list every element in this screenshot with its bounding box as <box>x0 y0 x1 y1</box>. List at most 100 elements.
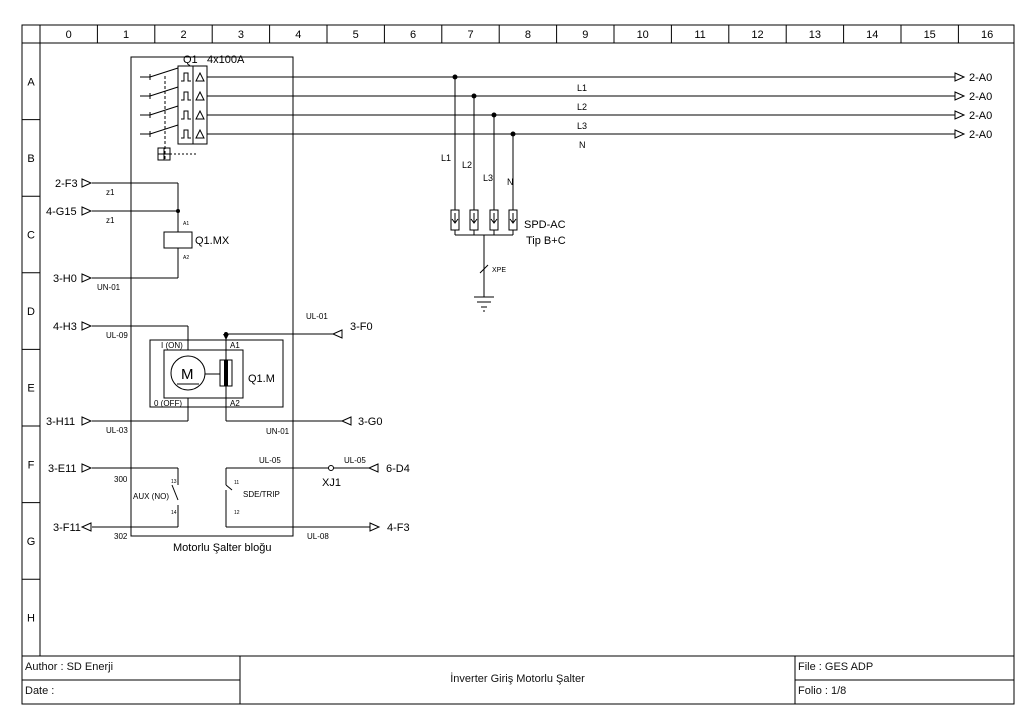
column-label: 2 <box>180 29 186 41</box>
input-h11[interactable]: 3-H11 <box>46 416 75 428</box>
row-label: D <box>27 306 35 318</box>
file-field: File : GES ADP <box>798 661 874 673</box>
busbars <box>207 74 955 210</box>
sheet-border <box>21 24 1015 705</box>
folio-field: Folio : 1/8 <box>798 685 847 697</box>
bus-n-ref[interactable]: 2-A0 <box>969 129 992 141</box>
spd-symbol <box>450 209 518 312</box>
magnetic-trip-symbol <box>195 90 205 101</box>
motor-symbol: M <box>181 366 194 383</box>
magnetic-trip-symbol <box>195 109 205 120</box>
breaker-q1-symbol <box>140 65 208 161</box>
drop-label-l2: L2 <box>462 160 472 170</box>
drop-label-l3: L3 <box>483 173 493 183</box>
bus-l3-arrow <box>954 110 966 120</box>
motor-switch-block-frame <box>130 56 294 537</box>
output-arrows <box>331 329 381 532</box>
spd-name: SPD-AC <box>524 219 566 231</box>
input-e11[interactable]: 3-E11 <box>48 463 77 475</box>
breaker-contact <box>140 67 179 80</box>
output-g0[interactable]: 3-G0 <box>358 416 382 428</box>
wire-label-ul09: UL-09 <box>106 331 128 340</box>
input-f3[interactable]: 2-F3 <box>55 178 78 190</box>
column-label: 15 <box>924 29 936 41</box>
control-wiring <box>92 182 370 528</box>
xj1-label: XJ1 <box>322 477 341 489</box>
coil-name: Q1.MX <box>195 235 230 247</box>
row-label: G <box>27 536 36 548</box>
motor-on-label: I (ON) <box>161 341 183 350</box>
wire-labels: z1 z1 UN-01 UL-09 UL-03 UL-01 UN-01 UL-0… <box>97 188 366 541</box>
breaker-contact <box>140 105 179 118</box>
spd-type: Tip B+C <box>526 235 566 247</box>
date-field: Date : <box>25 685 55 697</box>
sde-name: SDE/TRIP <box>243 490 280 499</box>
bus-l1-ref[interactable]: 2-A0 <box>969 72 992 84</box>
breaker-rating: 4x100A <box>207 54 245 66</box>
column-label: 12 <box>751 29 763 41</box>
motor-off-label: 0 (OFF) <box>154 399 182 408</box>
motor-name: Q1.M <box>248 373 275 385</box>
output-f0[interactable]: 3-F0 <box>350 321 373 333</box>
bus-l2-ref[interactable]: 2-A0 <box>969 91 992 103</box>
block-caption: Motorlu Şalter bloğu <box>173 542 271 554</box>
motor-a2: A2 <box>230 399 240 408</box>
column-label: 13 <box>809 29 821 41</box>
magnetic-trip-symbol <box>195 128 205 139</box>
wire-label-ul03: UL-03 <box>106 426 128 435</box>
wire-label-302: 302 <box>114 532 128 541</box>
input-h0[interactable]: 3-H0 <box>53 273 77 285</box>
motor-a1-arrow <box>223 334 229 340</box>
thermal-trip-symbol <box>181 91 191 101</box>
wire-label-ul05: UL-05 <box>259 456 281 465</box>
input-arrows <box>80 178 93 532</box>
input-f11[interactable]: 3-F11 <box>53 522 81 534</box>
column-label: 10 <box>637 29 649 41</box>
drop-label-n: N <box>507 177 514 187</box>
input-h3[interactable]: 4-H3 <box>53 321 77 333</box>
row-label: B <box>27 153 34 165</box>
sde-t1: 11 <box>234 480 239 486</box>
drawing-title: İnverter Giriş Motorlu Şalter <box>450 673 585 685</box>
wire-label-300: 300 <box>114 475 128 484</box>
coil-a2: A2 <box>183 255 189 261</box>
column-label: 7 <box>467 29 473 41</box>
column-label: 9 <box>582 29 588 41</box>
thermal-trip-symbol <box>181 110 191 120</box>
bus-arrows <box>954 72 966 139</box>
column-label: 16 <box>981 29 993 41</box>
bus-l2-arrow <box>954 91 966 101</box>
bus-label-l1: L1 <box>577 83 587 93</box>
output-d4[interactable]: 6-D4 <box>386 463 410 475</box>
wire-label-un01: UN-01 <box>97 283 121 292</box>
xj1-terminal <box>328 465 334 471</box>
bus-l3-ref[interactable]: 2-A0 <box>969 110 992 122</box>
input-g15[interactable]: 4-G15 <box>46 206 77 218</box>
magnetic-trip-symbol <box>195 71 205 82</box>
breaker-name: Q1 <box>183 54 198 66</box>
output-f3[interactable]: 4-F3 <box>387 522 410 534</box>
wire-label-ul05: UL-05 <box>344 456 366 465</box>
column-label: 0 <box>66 29 72 41</box>
row-label: F <box>28 459 35 471</box>
column-label: 1 <box>123 29 129 41</box>
column-label: 5 <box>353 29 359 41</box>
bus-n-arrow <box>954 129 966 139</box>
row-label: C <box>27 230 35 242</box>
aux-name: AUX (NO) <box>133 492 169 501</box>
column-label: 8 <box>525 29 531 41</box>
column-label: 14 <box>866 29 878 41</box>
wire-label-z1: z1 <box>106 216 115 225</box>
aux-t2: 14 <box>171 510 177 516</box>
row-label: H <box>27 613 35 625</box>
wire-label-un01: UN-01 <box>266 427 290 436</box>
title-block <box>22 656 1014 704</box>
bus-label-n: N <box>579 140 586 150</box>
column-label: 4 <box>295 29 301 41</box>
column-label: 3 <box>238 29 244 41</box>
column-label: 11 <box>694 29 705 41</box>
coil-a1: A1 <box>183 221 189 227</box>
